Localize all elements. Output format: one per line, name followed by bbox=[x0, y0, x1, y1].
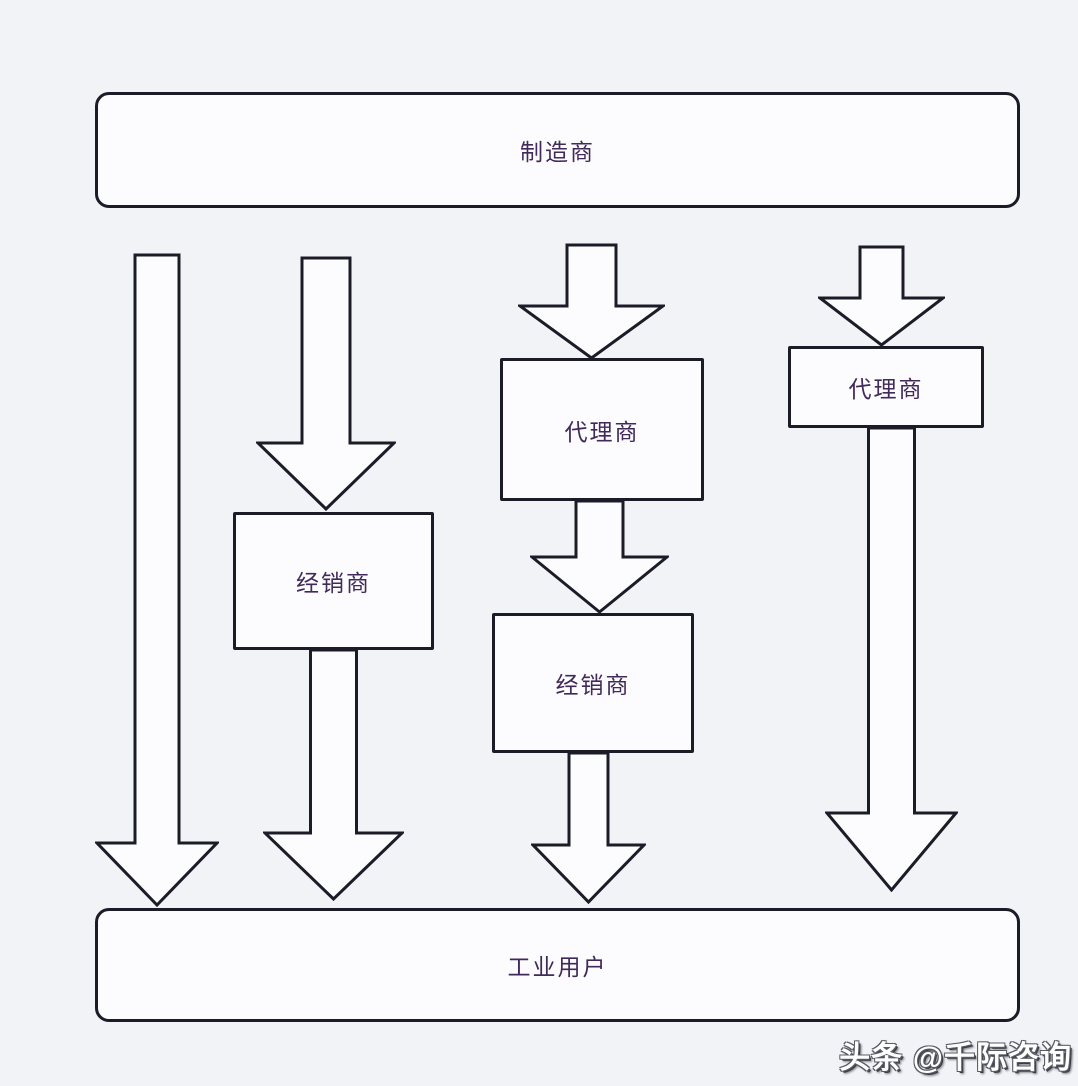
arrow-manufacturer-to-ch4-agent bbox=[818, 245, 945, 347]
arrow-ch3-distributor-to-users bbox=[531, 751, 646, 904]
node-ch3-distributor: 经销商 bbox=[492, 613, 694, 753]
node-ch2-distributor-label: 经销商 bbox=[296, 570, 371, 596]
watermark-toutiao-qianji: 头条 @千际咨询 bbox=[839, 1040, 1072, 1075]
node-ch2-distributor: 经销商 bbox=[233, 512, 434, 650]
arrow-manufacturer-to-ch2-distributor bbox=[256, 256, 396, 511]
arrow-ch2-distributor-to-users bbox=[263, 648, 404, 901]
node-industrial-users: 工业用户 bbox=[95, 908, 1020, 1022]
arrow-ch4-agent-to-users bbox=[825, 426, 958, 892]
node-ch3-agent-label: 代理商 bbox=[564, 418, 640, 445]
arrow-direct-manufacturer-to-users bbox=[95, 253, 219, 907]
node-industrial-users-label: 工业用户 bbox=[507, 954, 608, 980]
node-manufacturer-label: 制造商 bbox=[520, 139, 595, 165]
node-manufacturer: 制造商 bbox=[95, 92, 1020, 208]
node-ch3-distributor-label: 经销商 bbox=[555, 672, 631, 698]
node-ch3-agent: 代理商 bbox=[500, 358, 704, 501]
arrow-ch3-agent-to-ch3-distributor bbox=[530, 499, 669, 614]
node-ch4-agent-label: 代理商 bbox=[848, 376, 924, 402]
node-ch4-agent: 代理商 bbox=[788, 346, 984, 428]
arrow-manufacturer-to-ch3-agent bbox=[518, 243, 665, 360]
